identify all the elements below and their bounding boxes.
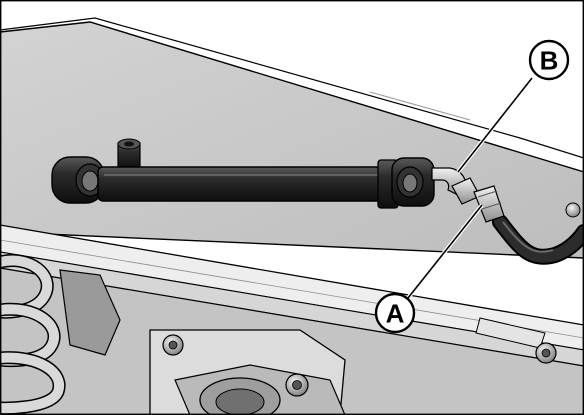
hydraulic-cylinder-icon [51, 138, 435, 209]
callout-a-leader [407, 204, 483, 299]
hose-fitting [431, 167, 505, 223]
coil-spring-icon [0, 254, 66, 415]
hydraulic-hose-icon [492, 214, 584, 265]
bolt-icon [535, 342, 557, 364]
bolt-icon [565, 202, 581, 218]
callout-a-label: A [386, 299, 405, 329]
callout-a: A [374, 292, 416, 334]
bolt-icon [162, 334, 184, 356]
bolt-icon [285, 373, 309, 397]
callout-b: B [528, 39, 570, 81]
callout-b-label: B [540, 46, 559, 76]
callout-b-leader [457, 77, 533, 173]
